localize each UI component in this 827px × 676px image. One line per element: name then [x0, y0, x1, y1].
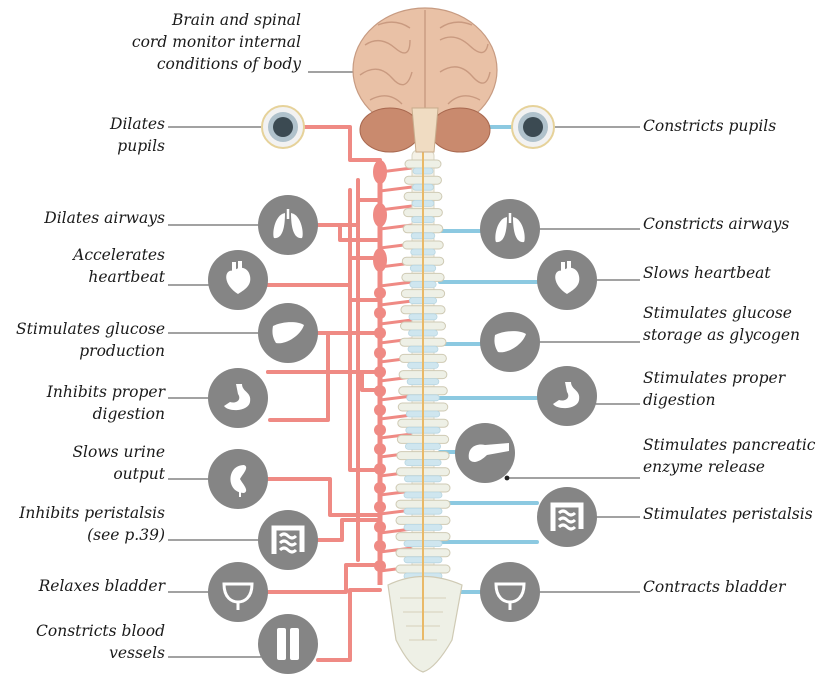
- sympathetic-ganglion: [373, 203, 387, 227]
- spinal-cord: [388, 150, 462, 672]
- label-contracts-bladder: Contracts bladder: [643, 576, 785, 598]
- sympathetic-ganglion: [374, 287, 386, 299]
- sympathetic-ganglion: [373, 160, 387, 184]
- pupil: [273, 117, 293, 137]
- vessel-tube: [290, 628, 299, 660]
- cerebellum: [430, 108, 490, 152]
- heart-vessel: [561, 262, 565, 272]
- label-inhibits-proper-digestion: Inhibits proper digestion: [47, 381, 165, 425]
- label-accelerates-heartbeat: Accelerates heartbeat: [73, 244, 165, 288]
- blood-vessels-icon: [258, 614, 318, 674]
- sympathetic-ganglion: [374, 327, 386, 339]
- brain-label: Brain and spinal cord monitor internal c…: [132, 9, 301, 75]
- label-relaxes-bladder: Relaxes bladder: [39, 575, 165, 597]
- sympathetic-nerve: [268, 479, 380, 515]
- sympathetic-ganglion: [374, 501, 386, 513]
- sympathetic-ganglion: [373, 248, 387, 272]
- label-stimulates-pancreatic-enzyme: Stimulates pancreatic enzyme release: [643, 434, 815, 478]
- label-dilates-airways: Dilates airways: [44, 207, 165, 229]
- sympathetic-nerve: [268, 372, 380, 390]
- lungs-icon: [258, 195, 318, 255]
- label-dilates-pupils: Dilates pupils: [110, 113, 165, 157]
- heart-vessel: [232, 262, 236, 272]
- sympathetic-ganglion: [374, 521, 386, 533]
- sympathetic-ganglion: [374, 366, 386, 378]
- heart-vessel: [238, 261, 242, 271]
- sympathetic-ganglion: [374, 385, 386, 397]
- stomach-icon: [537, 366, 597, 426]
- sympathetic-ganglion: [374, 540, 386, 552]
- heart-vessel: [567, 261, 571, 271]
- label-stimulates-peristalsis: Stimulates peristalsis: [643, 503, 813, 525]
- bladder-icon: [480, 562, 540, 622]
- sympathetic-ganglion: [374, 347, 386, 359]
- brain-illustration: [353, 8, 497, 152]
- label-stimulates-proper-digestion: Stimulates proper digestion: [643, 367, 785, 411]
- sympathetic-nerve: [318, 520, 380, 540]
- intestines-icon: [258, 510, 318, 570]
- sympathetic-ramus: [380, 301, 412, 305]
- sympathetic-ganglion: [374, 482, 386, 494]
- lungs-icon: [480, 199, 540, 259]
- intestines-icon: [537, 487, 597, 547]
- sympathetic-ramus: [380, 282, 412, 286]
- sympathetic-ganglion: [374, 463, 386, 475]
- sacrum: [388, 577, 462, 673]
- label-inhibits-peristalsis: Inhibits peristalsis (see p.39): [19, 502, 165, 546]
- label-constricts-airways: Constricts airways: [643, 213, 789, 235]
- sympathetic-ganglion: [374, 404, 386, 416]
- sympathetic-nerve: [318, 590, 380, 660]
- label-constricts-pupils: Constricts pupils: [643, 115, 776, 137]
- label-stimulates-glucose-storage: Stimulates glucose storage as glycogen: [643, 302, 800, 346]
- sympathetic-ganglion: [374, 560, 386, 572]
- brainstem: [412, 108, 438, 152]
- label-stimulates-glucose-production: Stimulates glucose production: [16, 318, 165, 362]
- label-slows-heartbeat: Slows heartbeat: [643, 262, 771, 284]
- sympathetic-nerve: [268, 258, 380, 285]
- sympathetic-ganglia-chain: [373, 160, 387, 572]
- sympathetic-ganglion: [374, 307, 386, 319]
- sympathetic-ramus: [380, 187, 412, 191]
- label-slows-urine-output: Slows urine output: [72, 441, 165, 485]
- vessel-tube: [277, 628, 286, 660]
- bladder-icon: [208, 562, 268, 622]
- sympathetic-nerve: [268, 285, 380, 300]
- sympathetic-ganglion: [374, 443, 386, 455]
- cerebellum: [360, 108, 420, 152]
- label-constricts-blood-vessels: Constricts blood vessels: [36, 620, 165, 664]
- leader-dot: [505, 476, 510, 481]
- sympathetic-ganglion: [374, 424, 386, 436]
- stomach-icon: [208, 368, 268, 428]
- pupil: [523, 117, 543, 137]
